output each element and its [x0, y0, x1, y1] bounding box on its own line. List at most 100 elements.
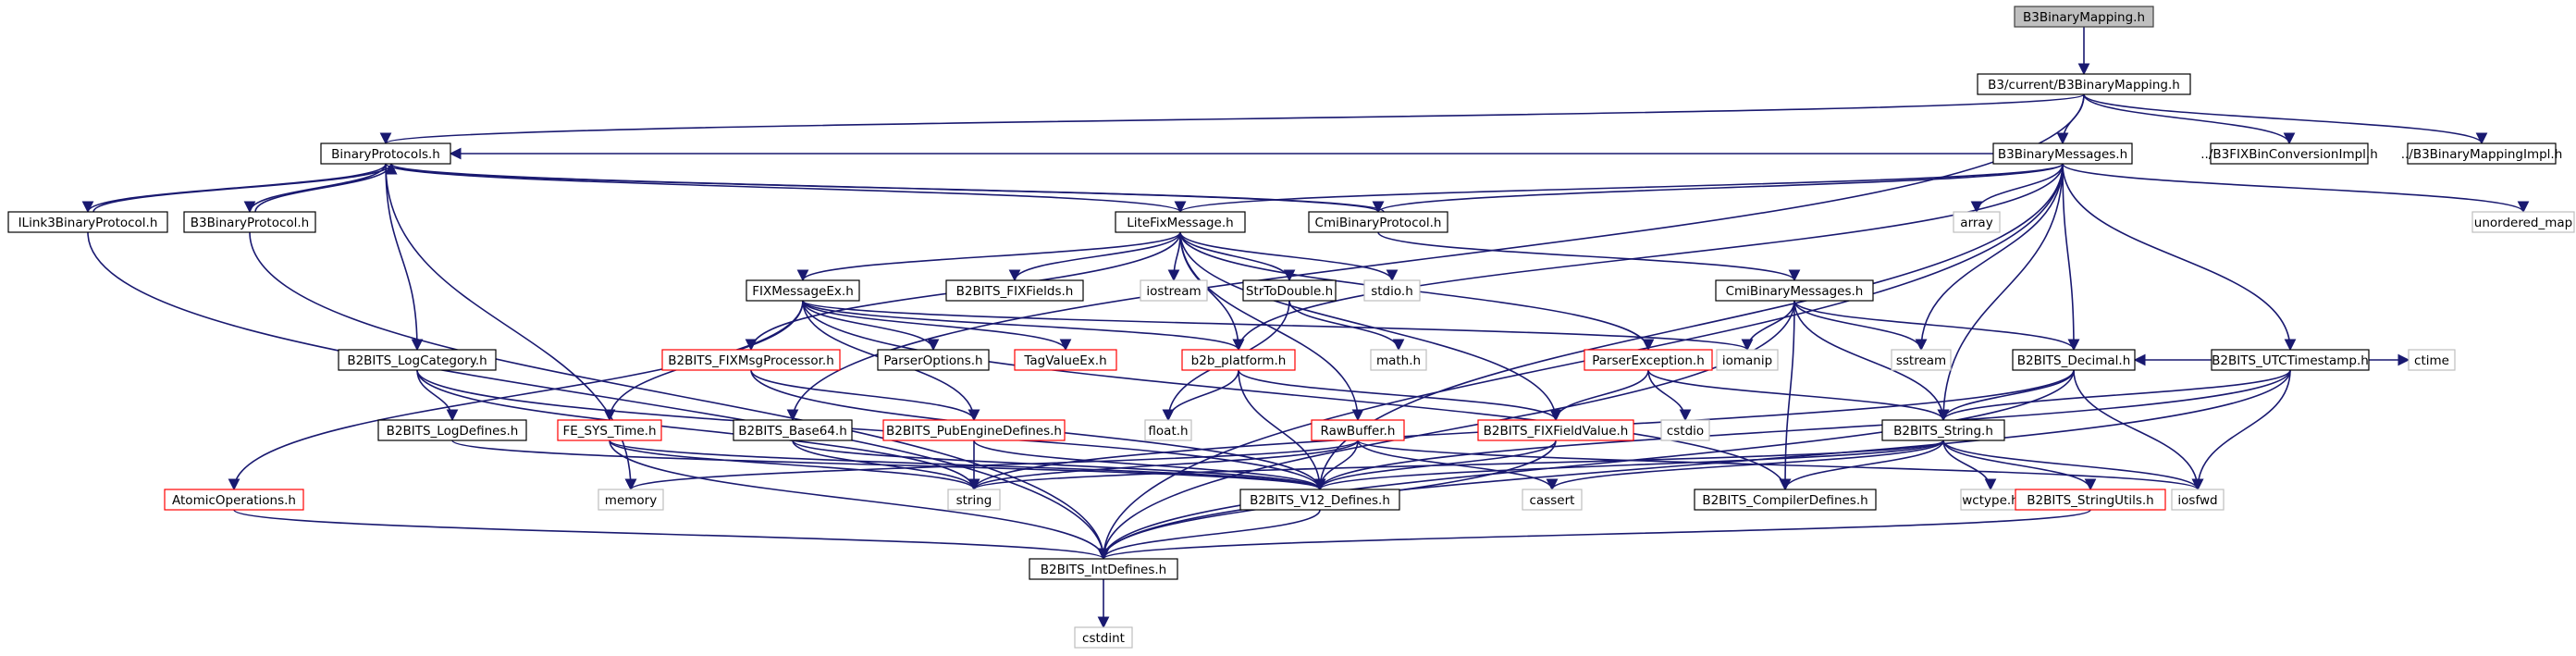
edge-b3msgs-to-umap	[2062, 163, 2530, 214]
edge-b3msgs-to-decimal	[2062, 163, 2080, 352]
edge-ilink-to-binproto	[92, 162, 398, 213]
node-box	[1115, 211, 1246, 233]
node-label: ParserException.h	[1592, 353, 1705, 368]
node-box	[2211, 349, 2370, 371]
node-b3fixbinconversionimpl-h[interactable]: ../B3FIXBinConversionImpl.h	[2200, 142, 2378, 165]
edge-base64-to-string	[792, 439, 980, 491]
node-box	[1694, 489, 1877, 511]
node-label: RawBuffer.h	[1321, 424, 1396, 439]
node-cstdio: cstdio	[1660, 419, 1710, 441]
node-b3binarymapping-h[interactable]: B3BinaryMapping.h	[2014, 6, 2154, 28]
edge-litefix-to-fixmsgex	[796, 231, 1181, 282]
node-tagvalueex-h[interactable]: TagValueEx.h	[1014, 349, 1117, 371]
node-box	[164, 489, 304, 511]
edge-b3msgs-to-intdef	[1097, 163, 2064, 561]
node-b2bits-intdefines-h[interactable]: B2BITS_IntDefines.h	[1029, 558, 1178, 580]
node-fe-sys-time-h[interactable]: FE_SYS_Time.h	[557, 419, 662, 441]
node-litefixmessage-h[interactable]: LiteFixMessage.h	[1115, 211, 1246, 233]
node-label: B2BITS_CompilerDefines.h	[1702, 493, 1867, 508]
edge-decimal-to-iosfwd	[2073, 369, 2204, 491]
node-b2bits-compilerdefines-h[interactable]: B2BITS_CompilerDefines.h	[1694, 489, 1877, 511]
node-box	[377, 419, 527, 441]
node-b3binarymappingimpl-h[interactable]: ../B3BinaryMappingImpl.h	[2401, 142, 2563, 165]
node-strtodouble-h[interactable]: StrToDouble.h	[1242, 279, 1337, 302]
node-box	[1977, 73, 2191, 95]
edge-cmimsgs-to-decimal	[1793, 300, 2080, 352]
edge-cmiproto-to-cmimsgs	[1377, 231, 1801, 282]
node-label: B2BITS_StringUtils.h	[2027, 493, 2154, 508]
node-array: array	[1953, 211, 2001, 233]
node-atomicoperations-h[interactable]: AtomicOperations.h	[164, 489, 304, 511]
node-b2bits-fixfieldvalue-h[interactable]: B2BITS_FIXFieldValue.h	[1477, 419, 1634, 441]
node-box	[1074, 626, 1133, 649]
edge-fesys-to-v12	[609, 439, 1326, 491]
edge-b2bplat-to-v12	[1238, 369, 1326, 491]
edge-litefix-to-stdio	[1179, 231, 1399, 282]
node-label: FIXMessageEx.h	[752, 284, 854, 299]
node-b2bits-base64-h[interactable]: B2BITS_Base64.h	[733, 419, 853, 441]
edge-rawbuf-to-iosfwd	[1357, 439, 2204, 491]
node-b2bits-stringutils-h[interactable]: B2BITS_StringUtils.h	[2015, 489, 2166, 511]
node-b3binaryprotocol-h[interactable]: B3BinaryProtocol.h	[183, 211, 316, 233]
edge-b3proto-to-binproto	[254, 162, 398, 213]
node-iomanip: iomanip	[1716, 349, 1779, 371]
node-label: iostream	[1146, 284, 1201, 299]
node-b2bits-logdefines-h[interactable]: B2BITS_LogDefines.h	[377, 419, 527, 441]
node-b2bits-fixmsgprocessor-h[interactable]: B2BITS_FIXMsgProcessor.h	[661, 349, 841, 371]
node-ilink3binaryprotocol-h[interactable]: ILink3BinaryProtocol.h	[7, 211, 168, 233]
edge-b3msgs-to-b2bplat	[1232, 163, 2064, 352]
node-cmibinaryprotocol-h[interactable]: CmiBinaryProtocol.h	[1308, 211, 1448, 233]
node-box	[2408, 349, 2456, 371]
node-b2b-platform-h[interactable]: b2b_platform.h	[1181, 349, 1296, 371]
edge-fesys-to-string	[609, 439, 980, 491]
edge-fixmsgproc-to-pubeng	[750, 369, 980, 422]
node-box	[1370, 349, 1427, 371]
node-box	[1242, 279, 1337, 302]
edge-string2-to-iosfwd	[1942, 439, 2204, 491]
edge-b3msgs-to-array	[1970, 163, 2064, 214]
node-box	[947, 489, 1001, 511]
node-parseroptions-h[interactable]: ParserOptions.h	[877, 349, 990, 371]
node-rawbuffer-h[interactable]: RawBuffer.h	[1311, 419, 1405, 441]
edge-string2-to-wctype	[1942, 439, 1997, 491]
node-binaryprotocols-h[interactable]: BinaryProtocols.h	[320, 142, 451, 165]
node-b2bits-string-h[interactable]: B2BITS_String.h	[1881, 419, 2005, 441]
node-label: array	[1960, 216, 1992, 230]
edge-parserexc-to-cstdio	[1647, 369, 1692, 422]
node-label: B2BITS_Base64.h	[738, 424, 847, 439]
node-box	[1311, 419, 1405, 441]
node-box	[1140, 279, 1208, 302]
node-b2bits-pubenginedefines-h[interactable]: B2BITS_PubEngineDefines.h	[882, 419, 1066, 441]
edge-utcts-to-intdef	[1097, 369, 2291, 561]
node-b2bits-utctimestamp-h[interactable]: B2BITS_UTCTimestamp.h	[2211, 349, 2370, 371]
node-label: stdio.h	[1371, 284, 1413, 299]
node-b2bits-logcategory-h[interactable]: B2BITS_LogCategory.h	[338, 349, 497, 371]
node-box	[877, 349, 990, 371]
node-label: CmiBinaryProtocol.h	[1315, 216, 1442, 230]
node-box	[1239, 489, 1400, 511]
node-box	[2014, 6, 2154, 28]
node-b3binarymessages-h[interactable]: B3BinaryMessages.h	[1992, 142, 2133, 165]
node-label: AtomicOperations.h	[172, 493, 296, 508]
node-parserexception-h[interactable]: ParserException.h	[1584, 349, 1713, 371]
node-box	[1308, 211, 1448, 233]
node-b3-current-b3binarymapping-h[interactable]: B3/current/B3BinaryMapping.h	[1977, 73, 2191, 95]
node-box	[1992, 142, 2133, 165]
edge-litefix-to-fixfv	[1179, 231, 1562, 422]
node-fixmessageex-h[interactable]: FIXMessageEx.h	[746, 279, 860, 302]
node-label: B2BITS_LogDefines.h	[387, 424, 519, 439]
node-layer: B3BinaryMapping.hB3/current/B3BinaryMapp…	[7, 6, 2575, 649]
node-box	[1029, 558, 1178, 580]
node-b2bits-v12-defines-h[interactable]: B2BITS_V12_Defines.h	[1239, 489, 1400, 511]
edge-strtod-to-math	[1288, 300, 1405, 352]
edge-utcts-to-string2	[1937, 369, 2291, 422]
node-label: B2BITS_Decimal.h	[2017, 353, 2131, 368]
node-label: B2BITS_IntDefines.h	[1041, 563, 1166, 577]
node-label: B2BITS_FIXFields.h	[956, 284, 1074, 299]
edge-fesys-to-intdef	[609, 439, 1110, 561]
node-cmibinarymessages-h[interactable]: CmiBinaryMessages.h	[1715, 279, 1874, 302]
node-label: LiteFixMessage.h	[1127, 216, 1233, 230]
node-b2bits-fixfields-h[interactable]: B2BITS_FIXFields.h	[945, 279, 1084, 302]
node-box	[1891, 349, 1952, 371]
node-b2bits-decimal-h[interactable]: B2BITS_Decimal.h	[2012, 349, 2136, 371]
